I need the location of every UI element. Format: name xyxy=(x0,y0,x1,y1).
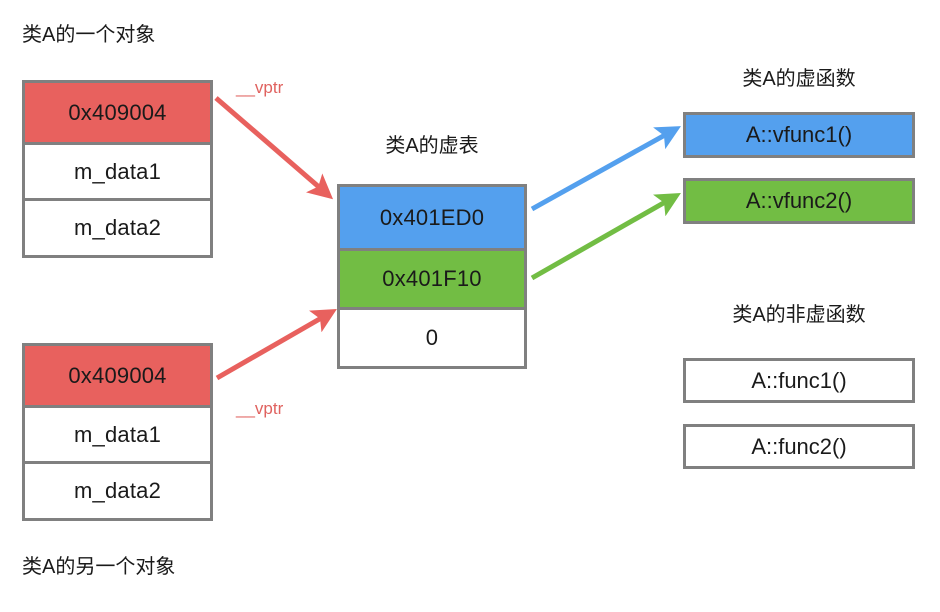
caption-object-a: 类A的一个对象 xyxy=(22,24,156,46)
arrow-object-a-to-vtable xyxy=(214,96,334,200)
vtable-slot-2-null[interactable]: 0 xyxy=(340,307,524,366)
vtable: 0x401ED0 0x401F10 0 xyxy=(337,184,527,369)
object-a-layout: 0x409004 m_data1 m_data2 xyxy=(22,80,213,258)
object-b-vptr-label: __vptr xyxy=(236,399,284,418)
caption-object-b: 类A的另一个对象 xyxy=(22,556,176,578)
object-a-mdata1-cell[interactable]: m_data1 xyxy=(25,142,210,198)
heading-virtual-functions: 类A的虚函数 xyxy=(742,68,856,90)
non-virtual-function-box-2[interactable]: A::func2() xyxy=(683,424,915,469)
vtable-slot-0[interactable]: 0x401ED0 xyxy=(340,187,524,248)
arrow-vtable-slot0-to-vfunc1 xyxy=(530,126,681,212)
heading-vtable: 类A的虚表 xyxy=(385,135,479,157)
object-a-vptr-cell[interactable]: 0x409004 xyxy=(25,83,210,142)
heading-non-virtual-functions: 类A的非虚函数 xyxy=(732,304,866,326)
object-b-mdata2-cell[interactable]: m_data2 xyxy=(25,461,210,518)
virtual-function-box-1[interactable]: A::vfunc1() xyxy=(683,112,915,158)
object-b-layout: 0x409004 m_data1 m_data2 xyxy=(22,343,213,521)
vtable-slot-1[interactable]: 0x401F10 xyxy=(340,248,524,307)
arrow-object-b-to-vtable xyxy=(215,309,337,381)
object-b-mdata1-cell[interactable]: m_data1 xyxy=(25,405,210,461)
object-a-mdata2-cell[interactable]: m_data2 xyxy=(25,198,210,255)
object-a-vptr-label: __vptr xyxy=(236,78,284,97)
arrow-vtable-slot1-to-vfunc2 xyxy=(530,193,681,281)
object-b-vptr-cell[interactable]: 0x409004 xyxy=(25,346,210,405)
non-virtual-function-box-1[interactable]: A::func1() xyxy=(683,358,915,403)
virtual-function-box-2[interactable]: A::vfunc2() xyxy=(683,178,915,224)
